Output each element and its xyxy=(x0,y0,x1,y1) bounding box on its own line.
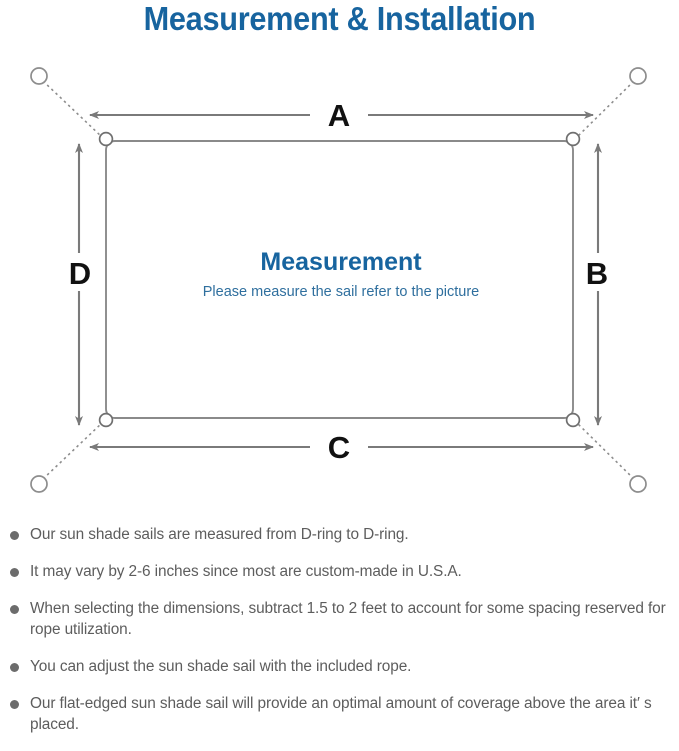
note-text: You can adjust the sun shade sail with t… xyxy=(30,658,412,675)
anchor-rings xyxy=(30,67,647,493)
bullet-icon xyxy=(10,700,19,709)
bullet-icon xyxy=(10,663,19,672)
d-ring-top-right-icon xyxy=(565,131,581,147)
d-rings xyxy=(98,131,581,428)
d-ring-bottom-left-icon xyxy=(98,412,114,428)
anchor-bottom-left-icon xyxy=(30,475,48,493)
rope-bottom-right xyxy=(575,421,635,480)
rope-top-right xyxy=(575,80,635,139)
list-item: Our flat-edged sun shade sail will provi… xyxy=(0,693,679,735)
measurement-subtitle: Please measure the sail refer to the pic… xyxy=(203,284,479,300)
bullet-icon xyxy=(10,531,19,540)
page-title: Measurement & Installation xyxy=(143,0,536,37)
dimension-arrows xyxy=(75,111,602,451)
anchor-bottom-right-icon xyxy=(629,475,647,493)
list-item: Our sun shade sails are measured from D-… xyxy=(0,524,679,545)
dimension-label-c: C xyxy=(328,430,350,465)
bullet-icon xyxy=(10,605,19,614)
rope-top-left xyxy=(42,80,104,139)
note-text: Our sun shade sails are measured from D-… xyxy=(30,526,409,543)
note-text: It may vary by 2-6 inches since most are… xyxy=(30,563,462,580)
d-ring-bottom-right-icon xyxy=(565,412,581,428)
notes-list: Our sun shade sails are measured from D-… xyxy=(0,524,679,751)
bullet-icon xyxy=(10,568,19,577)
list-item: It may vary by 2-6 inches since most are… xyxy=(0,561,679,582)
anchor-top-right-icon xyxy=(629,67,647,85)
list-item: You can adjust the sun shade sail with t… xyxy=(0,656,679,677)
rope-lines xyxy=(42,80,635,480)
dimension-label-a: A xyxy=(328,98,350,133)
sail-body xyxy=(105,140,574,419)
dimension-label-b: B xyxy=(586,256,608,291)
dimension-label-d: D xyxy=(69,256,91,291)
note-text: When selecting the dimensions, subtract … xyxy=(30,600,666,638)
anchor-top-left-icon xyxy=(30,67,48,85)
note-text: Our flat-edged sun shade sail will provi… xyxy=(30,695,652,733)
rope-bottom-left xyxy=(42,421,104,480)
list-item: When selecting the dimensions, subtract … xyxy=(0,598,679,640)
sun-shade-sail-measurement-diagram: A C D B Measurement Please measure the s… xyxy=(0,48,679,518)
measurement-heading: Measurement xyxy=(260,248,422,276)
d-ring-top-left-icon xyxy=(98,131,114,147)
